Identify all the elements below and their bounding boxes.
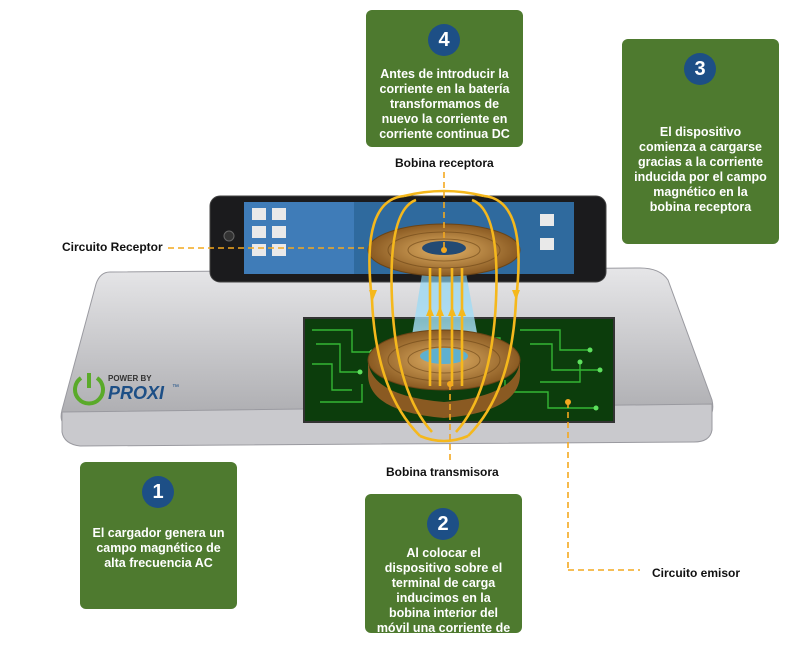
logo-trademark: ™ (172, 384, 179, 391)
label-bobina-receptora: Bobina receptora (395, 156, 494, 170)
field-arrows (369, 290, 520, 316)
step-4-number: 4 (428, 24, 460, 56)
step-2-text: Al colocar el dispositivo sobre el termi… (376, 546, 511, 650)
transmitter-coil-shape (367, 329, 521, 418)
step-2-box: 2 Al colocar el dispositivo sobre el ter… (365, 494, 522, 650)
step-1-number: 1 (142, 476, 174, 508)
magnetic-field-lines (368, 189, 520, 443)
proxi-logo: POWER BY PROXI ™ (72, 370, 192, 410)
logo-brand: PROXI (108, 383, 165, 403)
leader-lines (168, 84, 705, 571)
step-3-box: 3 El dispositivo comienza a cargarse gra… (622, 39, 779, 244)
step-3-text: El dispositivo comienza a cargarse graci… (634, 125, 767, 214)
power-icon (73, 373, 105, 406)
step-4-box: 4 Antes de introducir la corriente en la… (366, 10, 523, 147)
leader-dots (441, 247, 571, 405)
logo-power-by: POWER BY (108, 374, 152, 383)
step-1-box: 1 El cargador genera un campo magnético … (80, 462, 237, 609)
step-2-number: 2 (427, 508, 459, 540)
step-1-text: El cargador genera un campo magnético de… (92, 526, 225, 570)
label-circuito-emisor: Circuito emisor (652, 566, 741, 580)
label-circuito-receptor: Circuito Receptor (62, 240, 163, 254)
label-bobina-transmisora: Bobina transmisora (386, 465, 499, 479)
step-3-number: 3 (684, 53, 716, 85)
step-4-text: Antes de introducir la corriente en la b… (379, 67, 510, 141)
